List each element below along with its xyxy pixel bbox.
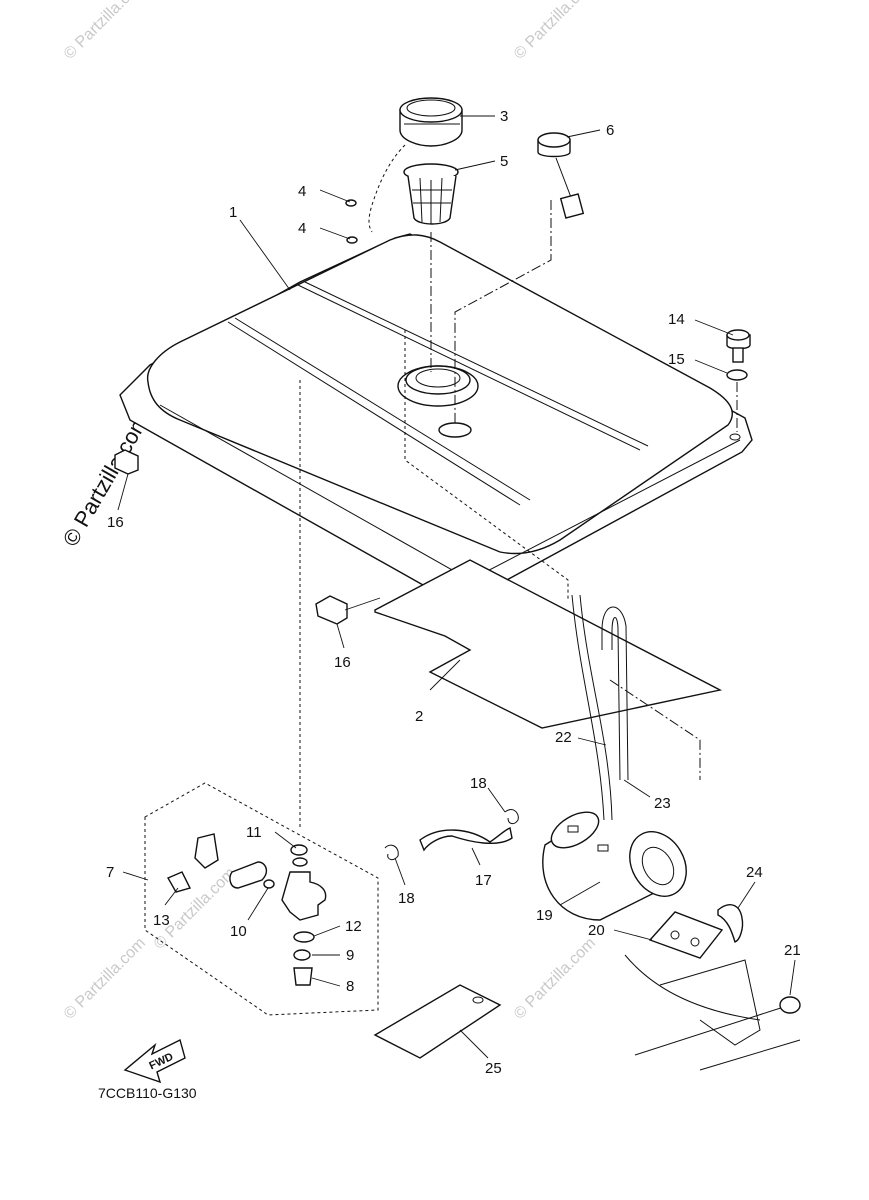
callout-15: 15 (668, 351, 685, 368)
callouts: 1 2 3 4 4 5 6 7 8 9 10 11 12 13 14 15 16… (106, 108, 801, 1077)
callout-6: 6 (606, 122, 614, 139)
fuel-strainer[interactable] (403, 163, 459, 225)
callout-13: 13 (153, 912, 170, 929)
leader-lines (117, 115, 796, 1059)
cup[interactable] (293, 967, 313, 986)
hose-clip[interactable] (504, 809, 519, 825)
callout-4: 4 (298, 183, 306, 200)
fuel-hose[interactable] (419, 827, 513, 852)
canister-bracket[interactable] (648, 911, 724, 959)
callout-18: 18 (470, 775, 487, 792)
charcoal-canister[interactable] (542, 805, 698, 921)
callout-25: 25 (485, 1060, 502, 1077)
watermark: © Partzilla.com (61, 935, 149, 1023)
callout-19: 19 (536, 907, 553, 924)
tool-bag[interactable] (373, 984, 502, 1059)
callout-22: 22 (555, 729, 572, 746)
rubber-pad[interactable] (315, 595, 348, 625)
callout-1: 1 (229, 204, 237, 221)
rubber-pad[interactable] (114, 449, 139, 475)
tank-sheet[interactable] (374, 559, 723, 729)
callout-2: 2 (415, 708, 423, 725)
bolt-washer[interactable] (726, 369, 748, 381)
callout-21: 21 (784, 942, 801, 959)
callout-16: 16 (107, 514, 124, 531)
callout-10: 10 (230, 923, 247, 940)
callout-5: 5 (500, 153, 508, 170)
callout-18: 18 (398, 890, 415, 907)
callout-11: 11 (246, 824, 262, 841)
fuel-tank[interactable] (119, 233, 753, 604)
callout-12: 12 (345, 918, 362, 935)
fuel-gauge[interactable] (537, 132, 585, 219)
strainer-disc[interactable] (293, 931, 315, 943)
gasket[interactable] (229, 861, 268, 889)
callout-23: 23 (654, 795, 671, 812)
watermark: © Partzilla.com (61, 0, 149, 63)
fwd-arrow-icon: FWD (123, 1038, 186, 1084)
lever[interactable] (167, 871, 192, 893)
watermark-side: © Partzilla.com (58, 410, 154, 551)
diagram-code: 7CCB110-G130 (98, 1085, 197, 1101)
callout-9: 9 (346, 947, 354, 964)
nut[interactable] (779, 996, 801, 1014)
cap-chain (368, 144, 406, 233)
callout-4: 4 (298, 220, 306, 237)
callout-14: 14 (668, 311, 685, 328)
screw[interactable] (263, 879, 275, 889)
hose-clip[interactable] (384, 844, 399, 861)
washer[interactable] (346, 236, 358, 244)
callout-3: 3 (500, 108, 508, 125)
breather-hoses[interactable] (571, 594, 629, 821)
knob[interactable] (194, 833, 219, 869)
bolt[interactable] (726, 329, 751, 363)
fuel-cock[interactable] (281, 857, 327, 921)
callout-8: 8 (346, 978, 354, 995)
callout-24: 24 (746, 864, 763, 881)
callout-7: 7 (106, 864, 114, 881)
watermark: © Partzilla.com (151, 865, 239, 953)
filler-cap[interactable] (399, 97, 463, 147)
callout-20: 20 (588, 922, 605, 939)
oring[interactable] (293, 949, 311, 961)
canister-hose[interactable] (717, 904, 744, 943)
callout-16: 16 (334, 654, 351, 671)
watermark: © Partzilla.com (511, 0, 599, 63)
callout-17: 17 (475, 872, 492, 889)
watermark: © Partzilla.com (511, 935, 599, 1023)
